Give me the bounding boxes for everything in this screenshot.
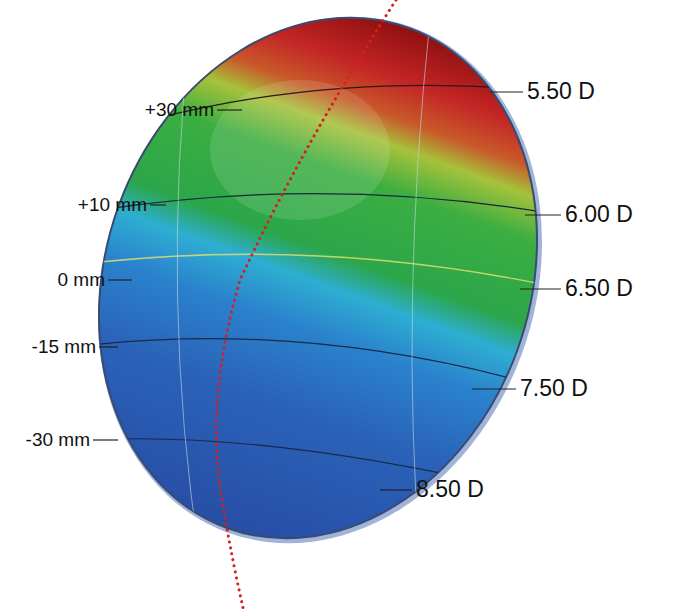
height-label: +30 mm bbox=[145, 99, 214, 122]
lens-rim bbox=[26, 0, 614, 606]
height-label: +10 mm bbox=[78, 194, 147, 217]
meridian-line bbox=[216, 0, 396, 612]
power-label: 8.50 D bbox=[416, 476, 484, 504]
height-label: -30 mm bbox=[26, 429, 90, 452]
power-label: 6.00 D bbox=[565, 201, 633, 229]
power-label: 5.50 D bbox=[527, 78, 595, 106]
power-label: 6.50 D bbox=[565, 275, 633, 303]
leader-lines bbox=[93, 92, 561, 490]
contour-lines bbox=[90, 20, 560, 560]
height-label: -15 mm bbox=[32, 336, 96, 359]
power-label: 7.50 D bbox=[520, 375, 588, 403]
lens-surface bbox=[28, 0, 608, 600]
height-label: 0 mm bbox=[58, 269, 106, 292]
